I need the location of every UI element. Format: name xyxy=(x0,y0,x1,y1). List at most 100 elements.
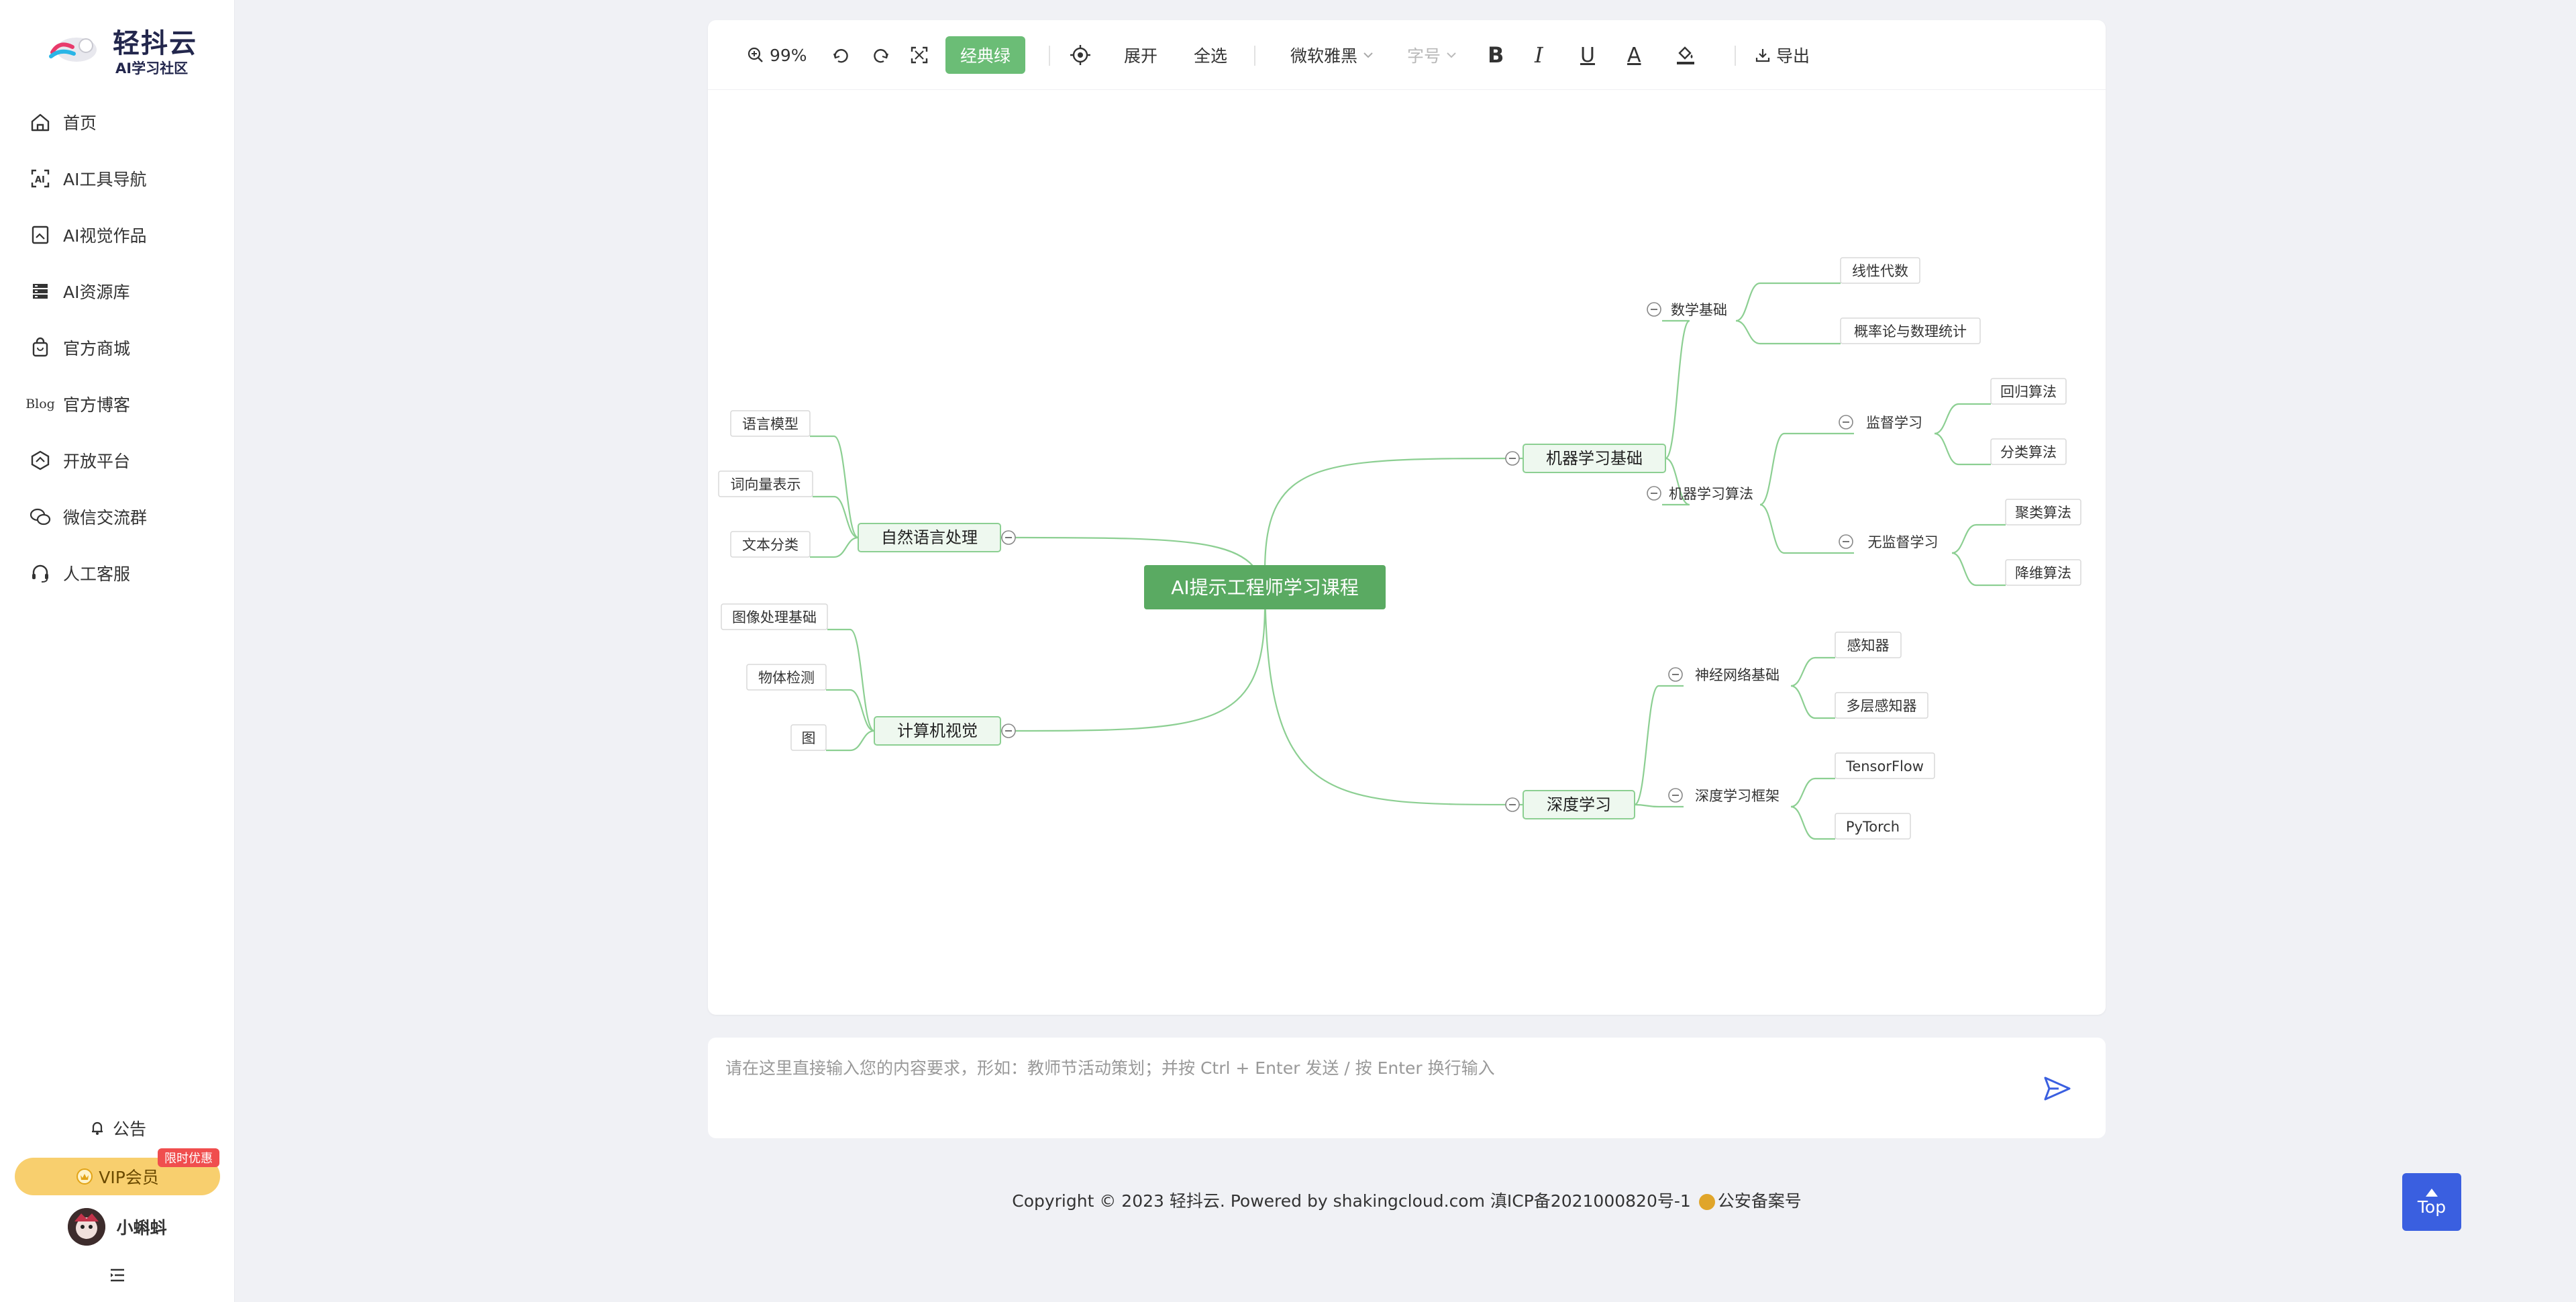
fill-color-button[interactable] xyxy=(1674,36,1697,74)
database-icon xyxy=(27,278,54,305)
mindmap-node-label: 监督学习 xyxy=(1866,415,1922,431)
police-record-link[interactable]: 公安备案号 xyxy=(1717,1191,1802,1211)
mindmap-node-mlp[interactable]: 多层感知器 xyxy=(1835,692,1928,719)
mindmap-node-ml-algo[interactable]: 机器学习算法 xyxy=(1662,482,1760,505)
mindmap-node-unsupervised[interactable]: 无监督学习 xyxy=(1854,530,1952,553)
mindmap-connector xyxy=(1264,457,1524,572)
select-all-button[interactable]: 全选 xyxy=(1194,46,1228,66)
locate-button[interactable] xyxy=(1069,36,1092,74)
mindmap-node-label: 物体检测 xyxy=(758,670,815,686)
prompt-input[interactable] xyxy=(725,1055,2000,1122)
export-button[interactable]: 导出 xyxy=(1755,36,1810,74)
mindmap-connector xyxy=(1000,605,1266,732)
sidebar-item-open-platform[interactable]: 开放平台 xyxy=(27,440,221,481)
mindmap-connector xyxy=(1662,319,1690,460)
fit-screen-button[interactable] xyxy=(909,36,929,74)
mindmap-canvas[interactable]: AI提示工程师学习课程 机器学习基础深度学习 自然语言处理计算机视觉 数学基础机器学习… xyxy=(708,90,2106,1015)
sidebar-item-support[interactable]: 人工客服 xyxy=(27,553,221,593)
mindmap-node-label: 回归算法 xyxy=(2000,384,2057,400)
font-family-select[interactable]: 微软雅黑 xyxy=(1290,36,1375,74)
sidebar-item-shop[interactable]: 官方商城 xyxy=(27,328,221,368)
italic-button[interactable]: I xyxy=(1535,42,1543,68)
mindmap-node-lang-model[interactable]: 语言模型 xyxy=(730,410,811,437)
collapse-toggle-icon[interactable] xyxy=(1001,530,1016,545)
zoom-control[interactable]: 99% xyxy=(747,36,807,74)
brand-logo[interactable]: 轻抖云 AI学习社区 xyxy=(47,19,215,79)
mindmap-node-nlp[interactable]: 自然语言处理 xyxy=(858,523,1001,552)
mindmap-node-prob[interactable]: 概率论与数理统计 xyxy=(1840,317,1981,344)
collapse-toggle-icon[interactable] xyxy=(1668,788,1683,803)
mindmap-node-classification[interactable]: 分类算法 xyxy=(1990,438,2067,465)
mindmap-node-label: 计算机视觉 xyxy=(897,721,978,740)
mindmap-node-pytorch[interactable]: PyTorch xyxy=(1835,813,1911,840)
back-to-top-label: Top xyxy=(2417,1197,2446,1217)
mindmap-node-ml[interactable]: 机器学习基础 xyxy=(1523,444,1666,473)
mindmap-node-supervised[interactable]: 监督学习 xyxy=(1854,411,1935,434)
sidebar-item-ai-tools[interactable]: AI AI工具导航 xyxy=(27,158,221,199)
mindmap-node-label: 文本分类 xyxy=(742,537,798,553)
theme-classic-green-button[interactable]: 经典绿 xyxy=(945,36,1026,74)
mindmap-node-obj-detect[interactable]: 物体检测 xyxy=(746,664,827,691)
collapse-toggle-icon[interactable] xyxy=(1505,797,1520,812)
collapse-toggle-icon[interactable] xyxy=(1668,667,1683,682)
mindmap-connector xyxy=(1264,571,1524,806)
undo-button[interactable] xyxy=(831,36,850,74)
mindmap-node-img-proc[interactable]: 图像处理基础 xyxy=(721,603,828,630)
mindmap-node-graph[interactable]: 图 xyxy=(790,724,827,751)
collapse-sidebar-button[interactable] xyxy=(0,1262,235,1289)
mindmap-connector xyxy=(826,730,875,752)
footer: Copyright © 2023 轻抖云. Powered by shaking… xyxy=(708,1188,2106,1212)
mindmap-node-tensorflow[interactable]: TensorFlow xyxy=(1835,752,1935,779)
mindmap-node-nn-basic[interactable]: 神经网络基础 xyxy=(1684,663,1791,686)
collapse-toggle-icon[interactable] xyxy=(1839,415,1853,430)
sidebar-item-wechat[interactable]: 微信交流群 xyxy=(27,497,221,537)
font-size-select[interactable]: 字号 xyxy=(1407,36,1458,74)
send-icon[interactable] xyxy=(2043,1074,2072,1103)
chevron-down-icon xyxy=(1363,52,1373,58)
mindmap-node-box xyxy=(1990,378,2067,405)
blog-icon: Blog xyxy=(25,397,55,411)
mindmap-node-dl[interactable]: 深度学习 xyxy=(1523,790,1635,819)
mindmap-node-text-class[interactable]: 文本分类 xyxy=(730,531,811,558)
mindmap-node-linear[interactable]: 线性代数 xyxy=(1840,257,1920,284)
bold-button[interactable]: B xyxy=(1488,42,1504,68)
sidebar-item-label: AI视觉作品 xyxy=(63,226,147,246)
brand-title: 轻抖云 xyxy=(113,28,197,59)
mindmap-node-math[interactable]: 数学基础 xyxy=(1662,298,1736,321)
notice-button[interactable]: 公告 xyxy=(0,1114,235,1142)
user-name: 小蝌蚪 xyxy=(116,1218,167,1238)
mindmap-node-box xyxy=(1835,813,1911,840)
mindmap-connector xyxy=(1735,319,1841,345)
mindmap-node-root[interactable]: AI提示工程师学习课程 xyxy=(1144,565,1386,609)
svg-text:AI: AI xyxy=(35,175,45,185)
collapse-toggle-icon[interactable] xyxy=(1505,451,1520,466)
back-to-top-button[interactable]: Top xyxy=(2402,1173,2461,1231)
collapse-toggle-icon[interactable] xyxy=(1647,486,1661,501)
font-color-button[interactable]: A xyxy=(1627,43,1641,67)
collapse-toggle-icon[interactable] xyxy=(1001,723,1016,738)
mindmap-connector xyxy=(813,495,859,539)
sidebar-item-ai-visual[interactable]: AI视觉作品 xyxy=(27,215,221,255)
vip-button[interactable]: VIP会员 xyxy=(15,1158,220,1195)
sidebar-item-home[interactable]: 首页 xyxy=(27,102,221,142)
collapse-toggle-icon[interactable] xyxy=(1839,534,1853,549)
mindmap-node-label: 图像处理基础 xyxy=(732,609,817,625)
redo-button[interactable] xyxy=(872,36,890,74)
mindmap-node-clustering[interactable]: 聚类算法 xyxy=(2005,499,2081,525)
mindmap-node-perceptron[interactable]: 感知器 xyxy=(1835,632,1902,658)
wechat-icon xyxy=(27,503,54,530)
expand-button[interactable]: 展开 xyxy=(1124,46,1158,66)
sidebar-item-blog[interactable]: Blog 官方博客 xyxy=(25,384,221,424)
collapse-toggle-icon[interactable] xyxy=(1647,302,1661,317)
zoom-value: 99% xyxy=(770,45,807,65)
mindmap-node-dl-framework[interactable]: 深度学习框架 xyxy=(1684,784,1791,807)
mindmap-node-word-vec[interactable]: 词向量表示 xyxy=(718,470,813,497)
mindmap-node-dim-reduction[interactable]: 降维算法 xyxy=(2005,559,2081,586)
mindmap-node-cv[interactable]: 计算机视觉 xyxy=(874,716,1001,746)
mindmap-connector xyxy=(1759,503,1854,554)
underline-button[interactable]: U xyxy=(1580,43,1595,67)
user-profile[interactable]: 小蝌蚪 xyxy=(0,1207,235,1247)
sidebar-item-ai-resources[interactable]: AI资源库 xyxy=(27,271,221,311)
mindmap-node-regression[interactable]: 回归算法 xyxy=(1990,378,2067,405)
mindmap-connector xyxy=(826,689,875,732)
